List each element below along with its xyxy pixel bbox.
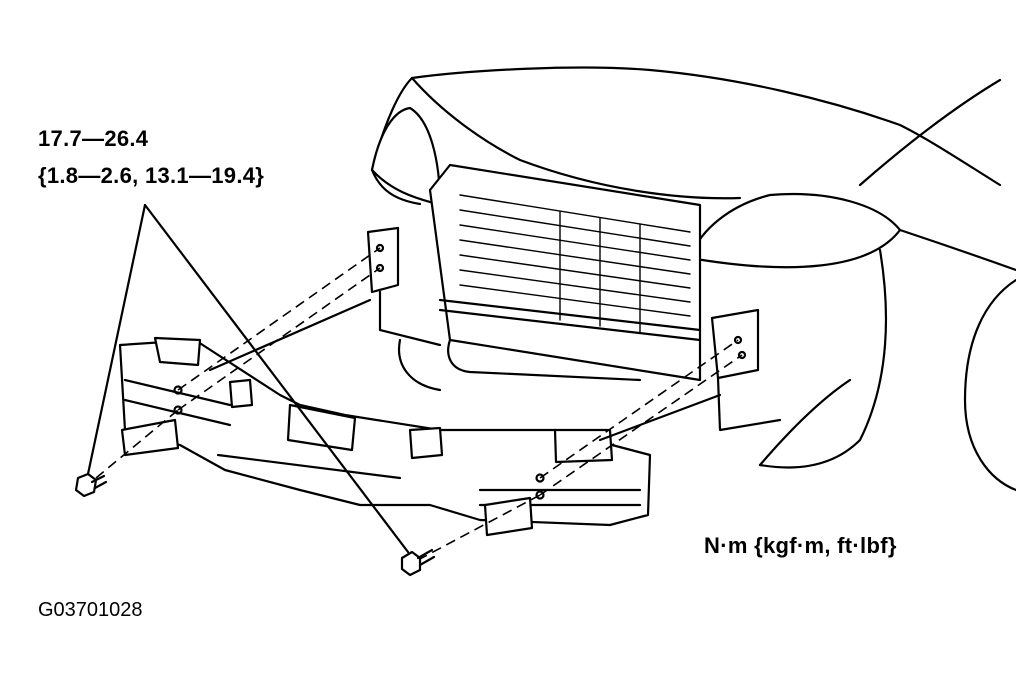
bolt-left-icon <box>74 472 108 498</box>
bumper-reinforcement <box>118 336 652 537</box>
torque-spec-converted: {1.8—2.6, 13.1—19.4} <box>38 163 265 188</box>
bolt-right-icon <box>400 548 436 577</box>
torque-spec-nm: 17.7—26.4 <box>38 126 149 151</box>
torque-leader-lines <box>86 203 410 554</box>
vehicle-body <box>370 66 1016 492</box>
alignment-guides <box>95 247 743 561</box>
unit-legend: N·m {kgf·m, ft·lbf} <box>704 533 897 558</box>
figure-code: G03701028 <box>38 599 143 621</box>
radiator <box>428 163 702 382</box>
vehicle-brackets <box>366 226 782 432</box>
